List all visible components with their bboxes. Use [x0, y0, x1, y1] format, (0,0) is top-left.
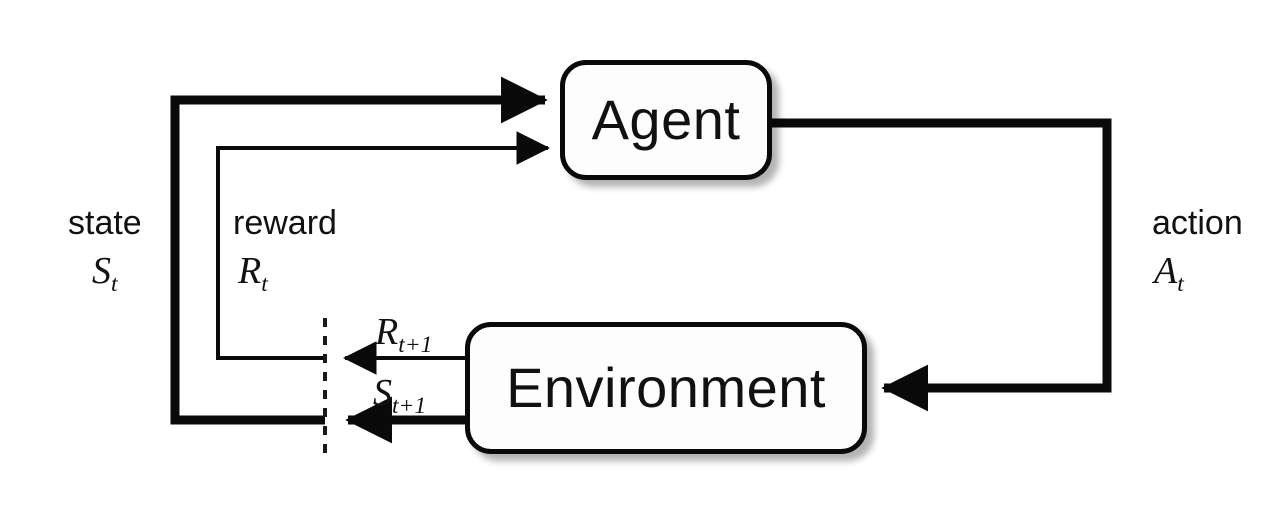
label-state-symbol: St [92, 250, 118, 295]
edge-agent-to-environment [772, 118, 1112, 412]
node-agent-label: Agent [591, 88, 741, 151]
node-agent[interactable]: Agent [560, 60, 772, 180]
reward-next-symbol-subscript: t+1 [398, 331, 433, 358]
node-environment-label: Environment [506, 356, 826, 419]
state-next-symbol-glyph: S [373, 372, 392, 414]
reward-symbol-glyph: R [238, 250, 262, 292]
action-symbol-subscript: t [1177, 270, 1184, 297]
state-symbol-subscript: t [111, 270, 118, 297]
state-next-symbol-subscript: t+1 [392, 392, 427, 419]
label-state-next-symbol: St+1 [373, 372, 426, 417]
label-reward-next-symbol: Rt+1 [375, 311, 432, 356]
edge-state-to-agent [170, 76, 548, 425]
edge-reward-to-agent [216, 131, 551, 360]
label-reward-symbol: Rt [238, 250, 268, 295]
action-symbol-glyph: A [1154, 250, 1178, 292]
state-symbol-glyph: S [92, 250, 111, 292]
reward-next-symbol-glyph: R [375, 311, 399, 353]
label-state-word: state [68, 204, 142, 242]
label-action-word: action [1152, 204, 1243, 242]
label-action-symbol: At [1154, 250, 1184, 295]
node-environment[interactable]: Environment [465, 322, 867, 454]
reward-symbol-subscript: t [261, 270, 268, 297]
label-reward-word: reward [233, 204, 337, 242]
